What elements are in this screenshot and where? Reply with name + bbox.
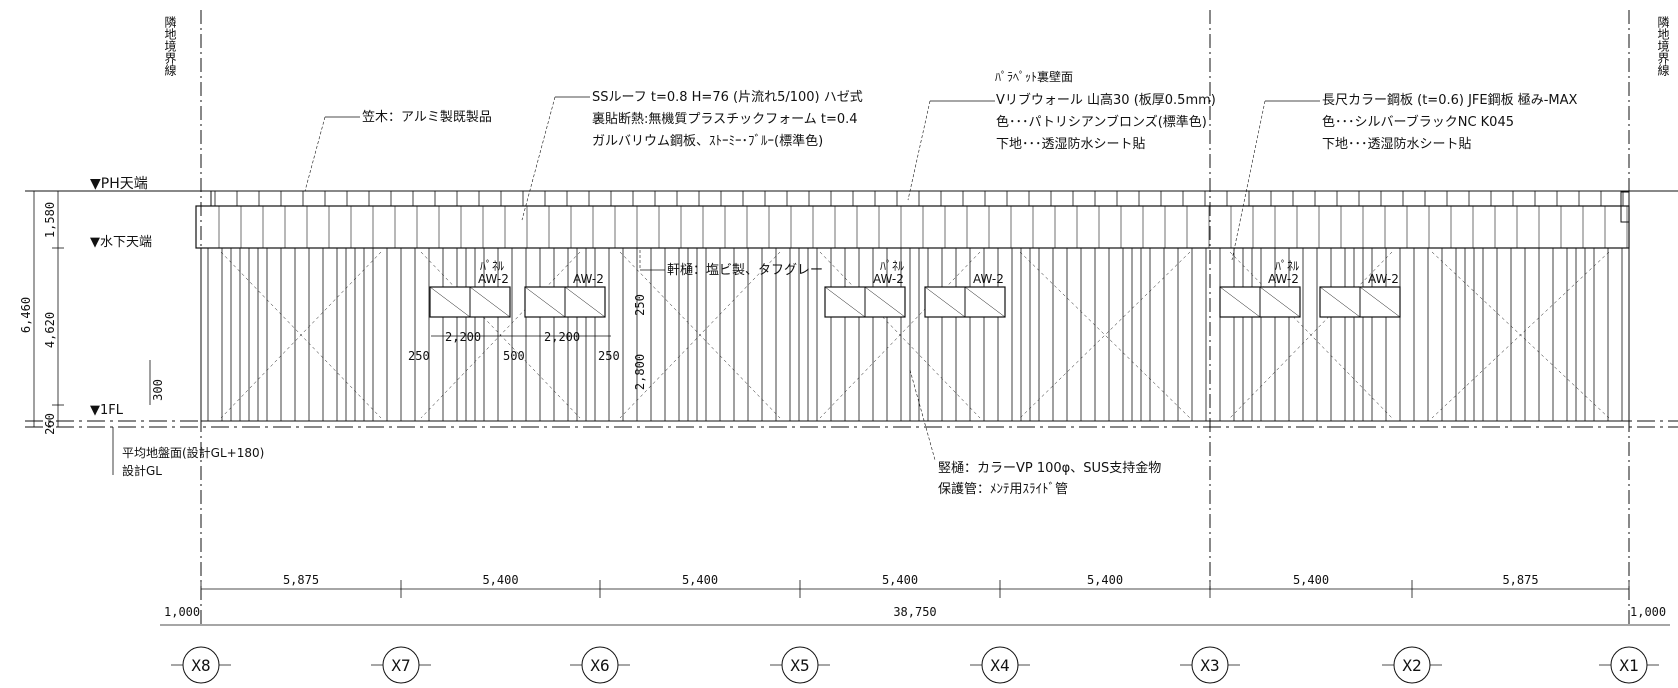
parapet-band [195, 205, 1630, 249]
wall-panel [200, 247, 1630, 422]
boundary-label-left: 隣地境界線 [163, 15, 177, 76]
note-coping: 笠木：アルミ製既製品 [362, 110, 492, 125]
axis-marker: X2 [1382, 646, 1442, 684]
axis-label: X6 [590, 656, 609, 675]
note-parapet-2: 色･･･パトリシアンブロンズ(標準色) [996, 114, 1207, 130]
dim-span: 5,400 [1293, 573, 1329, 587]
axis-marker: X4 [970, 646, 1030, 684]
dim-wall-height: 4,620 [43, 312, 57, 348]
axis-label: X7 [391, 656, 410, 675]
dim-spacing-3: 250 [598, 349, 620, 363]
level-label-fl: ▼1FL [90, 403, 124, 418]
note-wall-3: 下地･･･透湿防水シート貼 [1322, 136, 1472, 152]
note-downspout-2: 保護管：ﾒﾝﾃ用ｽﾗｲﾄﾞ管 [938, 481, 1068, 497]
note-wall-1: 長尺カラー鋼板 (t=0.6) JFE鋼板 極み-MAX [1322, 92, 1578, 108]
dim-left-offset: 1,000 [164, 605, 200, 619]
dim-window-height: 250 [633, 294, 647, 316]
axis-label: X5 [790, 656, 809, 675]
window-label-aw: AW-2 [478, 272, 509, 286]
dim-span: 5,875 [1502, 573, 1538, 587]
dim-spacing-1: 250 [408, 349, 430, 363]
coping-cap [210, 190, 1630, 207]
dim-spacing-2: 500 [503, 349, 525, 363]
level-label-ph: ▼PH天端 [90, 176, 148, 192]
note-parapet-0: ﾊﾟﾗﾍﾟｯﾄ裏壁面 [995, 69, 1073, 84]
note-gutter: 軒樋：塩ビ製、タフグレー [667, 262, 823, 278]
dim-span: 5,400 [882, 573, 918, 587]
note-parapet-3: 下地･･･透湿防水シート貼 [996, 136, 1146, 152]
dim-span: 5,400 [1087, 573, 1123, 587]
dim-sill-height: 2,800 [633, 354, 647, 390]
wall-ribs [207, 248, 1623, 421]
note-downspout-1: 竪樋：カラーVP 100φ、SUS支持金物 [938, 460, 1161, 476]
window-label-panel: ﾊﾟﾈﾙ [880, 259, 904, 273]
window-label-aw: AW-2 [1368, 272, 1399, 286]
dim-right-offset: 1,000 [1630, 605, 1666, 619]
axis-label: X1 [1619, 656, 1638, 675]
axis-marker: X5 [770, 646, 830, 684]
axis-label: X2 [1402, 656, 1421, 675]
window-label-aw: AW-2 [573, 272, 604, 286]
ground-avg-label: 平均地盤面(設計GL+180) [122, 445, 264, 460]
dim-parapet-height: 1,580 [43, 202, 57, 238]
window-label-aw: AW-2 [873, 272, 904, 286]
dim-window-width-2: 2,200 [544, 330, 580, 344]
window-label-panel: ﾊﾟﾈﾙ [480, 259, 504, 273]
ground-gl-label: 設計GL [122, 463, 162, 478]
note-roof-3: ガルバリウム鋼板、ｽﾄｰﾐｰ･ﾌﾞﾙｰ(標準色) [592, 133, 823, 149]
window-label-aw: AW-2 [1268, 272, 1299, 286]
dim-total-height: 6,460 [19, 297, 33, 333]
dim-300: 300 [151, 379, 165, 401]
axis-marker: X3 [1180, 646, 1240, 684]
dim-span: 5,875 [283, 573, 319, 587]
window-label-panel: ﾊﾟﾈﾙ [1275, 259, 1299, 273]
window-label-aw: AW-2 [973, 272, 1004, 286]
bottom-dimensions: 5,875 5,400 5,400 5,400 5,400 5,400 5,875 [200, 573, 1630, 598]
boundary-label-right: 隣地境界線 [1656, 15, 1670, 76]
axis-markers: X8 X7 X6 X5 X4 X3 X2 X1 [171, 646, 1659, 684]
dim-total-width: 38,750 [893, 605, 936, 619]
dim-window-width-1: 2,200 [445, 330, 481, 344]
axis-marker: X8 [171, 646, 231, 684]
axis-marker: X7 [371, 646, 431, 684]
axis-marker: X6 [570, 646, 630, 684]
axis-label: X4 [990, 656, 1009, 675]
dim-span: 5,400 [482, 573, 518, 587]
note-roof-1: SSルーフ t=0.8 H=76 (片流れ5/100) ハゼ式 [592, 90, 863, 105]
note-parapet-1: Vリブウォール 山高30 (板厚0.5mm) [996, 92, 1216, 108]
parapet-ribs [214, 191, 1628, 248]
axis-label: X8 [191, 656, 210, 675]
wall-bracing [220, 251, 1610, 419]
dim-260: 260 [43, 413, 57, 435]
axis-label: X3 [1200, 656, 1219, 675]
note-roof-2: 裏貼断熱:無機質プラスチックフォーム t=0.4 [592, 112, 858, 127]
level-label-water: ▼水下天端 [90, 235, 152, 250]
note-wall-2: 色･･･シルバーブラックNC K045 [1322, 114, 1514, 130]
dim-span: 5,400 [682, 573, 718, 587]
axis-marker: X1 [1599, 646, 1659, 684]
